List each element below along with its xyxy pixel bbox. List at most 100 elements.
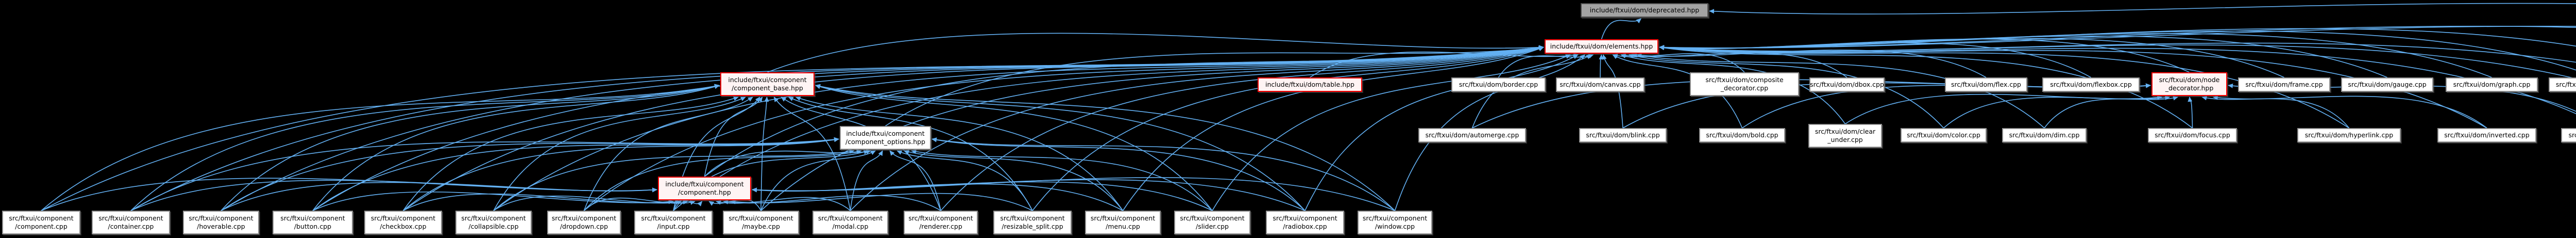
graph-node-dropdown[interactable]: src/ftxui/component /dropdown.cpp [547,211,621,234]
include-edge [1659,36,2387,78]
include-edge [760,150,876,211]
include-edge [130,137,839,211]
include-edge [673,97,760,211]
graph-node-gauge[interactable]: src/ftxui/dom/gauge.cpp [2341,77,2433,92]
include-edge [911,149,1213,211]
include-edge [815,84,1306,211]
include-edge [896,150,1033,211]
include-edge [1659,33,2492,78]
graph-node-container[interactable]: src/ftxui/component /container.cpp [92,211,170,234]
graph-node-border[interactable]: src/ftxui/dom/border.cpp [1451,77,1546,92]
graph-node-dbox[interactable]: src/ftxui/dom/dbox.cpp [1809,77,1885,92]
include-edge [760,97,769,211]
graph-node-button[interactable]: src/ftxui/component /button.cpp [273,211,353,234]
graph-node-dim[interactable]: src/ftxui/dom/dim.cpp [2002,128,2087,142]
include-edge [1659,28,2576,50]
graph-node-component_base[interactable]: include/ftxui/component /component_base.… [720,72,815,96]
graph-node-composite_decorator[interactable]: src/ftxui/dom/composite _decorator.cpp [1690,72,1799,96]
include-edge [1599,54,1604,78]
graph-node-automerge[interactable]: src/ftxui/dom/automerge.cpp [1418,128,1526,142]
graph-node-graph_cpp[interactable]: src/ftxui/dom/graph.cpp [2446,77,2538,92]
include-edge [1602,54,1623,129]
include-edge [403,45,1544,211]
include-edge [493,195,688,211]
include-edge [130,180,657,211]
include-edge [41,45,1544,211]
include-edge [1659,25,2576,50]
include-edge [781,97,941,211]
include-edge [889,150,941,211]
graph-node-window[interactable]: src/ftxui/component /window.cpp [1358,211,1432,234]
include-edge [1632,50,1987,78]
include-edge [2044,96,2178,129]
include-edge [931,137,1396,211]
include-edge [773,97,851,211]
graph-node-focus[interactable]: src/ftxui/dom/focus.cpp [2148,128,2237,142]
include-edge [815,84,1396,211]
include-edge [221,45,1544,211]
graph-node-gridbox[interactable]: src/ftxui/dom/gridbox.cpp [2549,77,2576,92]
graph-node-maybe[interactable]: src/ftxui/component /maybe.cpp [723,211,799,234]
include-edge [1498,54,1594,78]
include-edge [41,84,720,211]
include-edge [130,45,1544,211]
include-edge [312,84,720,211]
graph-node-checkbox[interactable]: src/ftxui/component /checkbox.cpp [364,211,442,234]
graph-node-bold[interactable]: src/ftxui/dom/bold.cpp [1699,128,1785,142]
include-edge [312,45,1544,211]
graph-node-frame[interactable]: src/ftxui/dom/frame.cpp [2238,77,2330,92]
include-edge [402,137,839,211]
include-edge [1394,54,1586,211]
include-edge [583,149,862,211]
include-edge [583,197,696,211]
include-edge [493,149,855,211]
include-edge [493,97,746,211]
include-edge [221,137,839,211]
include-edge [1659,38,2284,78]
graph-node-input[interactable]: src/ftxui/component /input.cpp [634,211,713,234]
graph-node-flex[interactable]: src/ftxui/dom/flex.cpp [1945,77,2027,92]
graph-node-clear_under[interactable]: src/ftxui/dom/clear _under.cpp [1808,124,1882,148]
graph-node-canvas[interactable]: src/ftxui/dom/canvas.cpp [1556,77,1645,92]
graph-node-blink[interactable]: src/ftxui/dom/blink.cpp [1579,128,1667,142]
graph-node-resizable_split[interactable]: src/ftxui/component /resizable_split.cpp [993,211,1072,234]
include-edge [940,46,1544,211]
graph-node-deprecated[interactable]: include/ftxui/dom/deprecated.hpp [1581,3,1708,18]
graph-node-menu[interactable]: src/ftxui/component /menu.cpp [1085,211,1161,234]
include-edge [2212,95,2487,129]
include-edge [1304,54,1579,211]
include-edge [584,45,1544,211]
include-edge [788,97,1033,211]
include-edge [815,84,1213,211]
graph-node-color[interactable]: src/ftxui/dom/color.cpp [1901,128,1987,142]
include-edge [493,45,1544,211]
graph-node-component_cpp[interactable]: src/ftxui/component /component.cpp [2,211,80,234]
graph-node-hyperlink[interactable]: src/ftxui/dom/hyperlink.cpp [2297,128,2401,142]
graph-node-modal[interactable]: src/ftxui/component /modal.cpp [812,211,888,234]
graph-node-renderer[interactable]: src/ftxui/component /renderer.cpp [904,211,978,234]
graph-node-collapsible[interactable]: src/ftxui/component /collapsible.cpp [455,211,532,234]
include-edge [704,97,763,177]
graph-node-node_decorator[interactable]: src/ftxui/dom/node _decorator.hpp [2151,72,2227,96]
graph-node-hoverable[interactable]: src/ftxui/component /hoverable.cpp [183,211,259,234]
graph-node-component_options[interactable]: include/ftxui/component /component_optio… [840,126,931,150]
include-edge [1601,18,1642,40]
graph-node-flexbox[interactable]: src/ftxui/dom/flexbox.cpp [2042,77,2140,92]
include-edge [312,137,839,211]
graph-node-italic[interactable]: src/ftxui/dom/italic.cpp [2561,128,2576,142]
graph-node-component_hpp[interactable]: include/ftxui/component /component.hpp [658,177,751,200]
graph-node-slider[interactable]: src/ftxui/component /slider.cpp [1174,211,1250,234]
graph-node-elements[interactable]: include/ftxui/dom/elements.hpp [1545,39,1658,54]
include-edge [795,96,1124,211]
include-edge [904,150,1124,211]
include-edge [2188,97,2193,129]
include-edge [767,33,1544,73]
include-edge [221,182,657,211]
graph-node-table_hpp[interactable]: include/ftxui/dom/table.hpp [1258,77,1362,92]
graph-node-radiobox[interactable]: src/ftxui/component /radiobox.cpp [1266,211,1344,234]
graph-node-inverted[interactable]: src/ftxui/dom/inverted.cpp [2437,128,2536,142]
include-edge [1659,30,2576,71]
include-edge [1709,3,2576,14]
